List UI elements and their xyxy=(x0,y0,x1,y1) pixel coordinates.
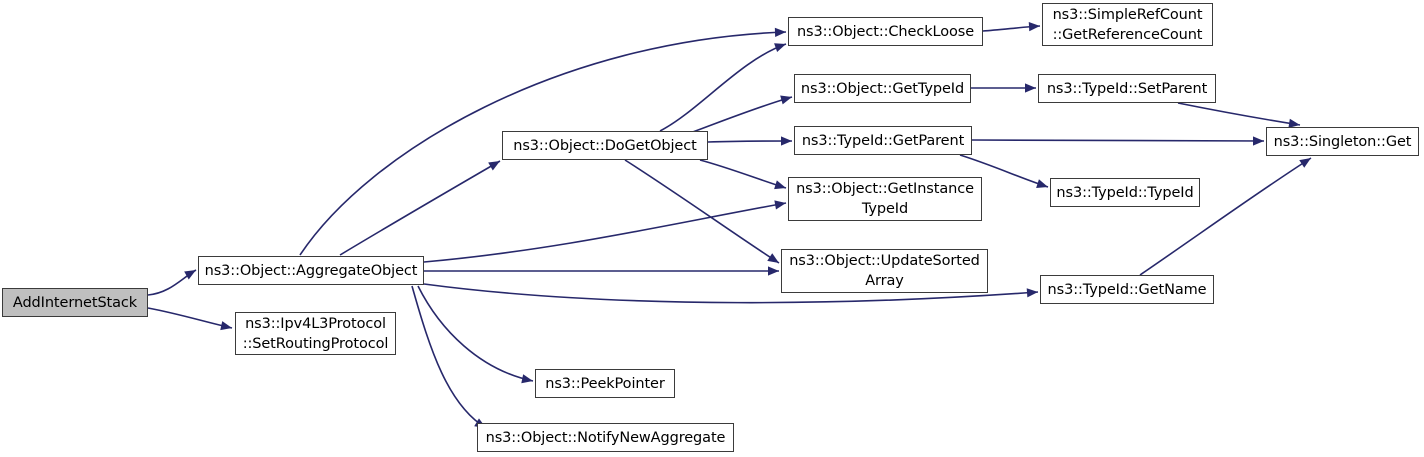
graph-node-notify_new_aggregate[interactable]: ns3::Object::NotifyNewAggregate xyxy=(477,423,734,452)
graph-node-aggregate_object[interactable]: ns3::Object::AggregateObject xyxy=(198,256,424,285)
graph-edge-do_get_object-to-object_get_typeid xyxy=(689,96,793,134)
graph-node-check_loose[interactable]: ns3::Object::CheckLoose xyxy=(788,17,983,46)
graph-edge-arrow-add_internet_stack-to-aggregate_object xyxy=(184,270,196,280)
graph-node-label: AddInternetStack xyxy=(12,294,138,311)
graph-edge-arrow-aggregate_object-to-get_instance_typeid xyxy=(774,200,786,210)
graph-edge-typeid_set_parent-to-singleton_get xyxy=(1177,102,1301,126)
graph-edge-do_get_object-to-check_loose xyxy=(659,43,787,132)
graph-node-label: ns3::TypeId::GetParent xyxy=(801,132,965,149)
graph-edge-do_get_object-to-get_instance_typeid xyxy=(699,159,787,189)
graph-node-label: ns3::Object::GetTypeId xyxy=(800,80,965,97)
graph-edge-arrow-do_get_object-to-check_loose xyxy=(774,43,786,52)
graph-edge-arrow-do_get_object-to-typeid_get_parent xyxy=(781,136,792,146)
graph-node-typeid_typeid[interactable]: ns3::TypeId::TypeId xyxy=(1050,178,1200,207)
graph-edge-arrow-aggregate_object-to-update_sorted_array xyxy=(768,266,779,276)
graph-node-label: ns3::SimpleRefCount ::GetReferenceCount xyxy=(1052,6,1203,43)
graph-edge-arrow-do_get_object-to-update_sorted_array xyxy=(767,253,779,263)
graph-node-get_instance_typeid[interactable]: ns3::Object::GetInstance TypeId xyxy=(788,177,982,221)
graph-node-typeid_get_name[interactable]: ns3::TypeId::GetName xyxy=(1040,275,1214,304)
graph-node-label: ns3::Object::GetInstance TypeId xyxy=(796,181,974,217)
graph-node-update_sorted_array[interactable]: ns3::Object::UpdateSorted Array xyxy=(781,249,988,293)
graph-node-label: ns3::TypeId::GetName xyxy=(1047,281,1207,298)
graph-edge-do_get_object-to-typeid_get_parent xyxy=(707,140,793,143)
graph-edge-aggregate_object-to-notify_new_aggregate xyxy=(411,285,487,429)
graph-node-label: ns3::Singleton::Get xyxy=(1273,133,1412,150)
graph-edge-arrow-object_get_typeid-to-typeid_set_parent xyxy=(1025,83,1036,93)
graph-node-peek_pointer[interactable]: ns3::PeekPointer xyxy=(535,369,675,398)
graph-edge-aggregate_object-to-do_get_object xyxy=(339,160,501,256)
graph-edge-add_internet_stack-to-aggregate_object xyxy=(147,269,197,296)
graph-edge-check_loose-to-simple_ref_count xyxy=(982,25,1041,32)
graph-node-object_get_typeid[interactable]: ns3::Object::GetTypeId xyxy=(794,74,971,103)
graph-node-label: ns3::Object::UpdateSorted Array xyxy=(789,253,980,289)
graph-node-singleton_get[interactable]: ns3::Singleton::Get xyxy=(1266,127,1419,156)
graph-edge-typeid_get_parent-to-singleton_get xyxy=(971,139,1265,142)
graph-node-simple_ref_count[interactable]: ns3::SimpleRefCount ::GetReferenceCount xyxy=(1042,3,1213,46)
graph-node-label: ns3::PeekPointer xyxy=(545,375,665,392)
graph-edge-arrow-aggregate_object-to-check_loose xyxy=(774,27,786,37)
graph-edge-aggregate_object-to-get_instance_typeid xyxy=(423,202,787,263)
graph-edge-arrow-add_internet_stack-to-ipv4l3_setrouting xyxy=(220,321,232,331)
graph-edge-add_internet_stack-to-ipv4l3_setrouting xyxy=(147,307,233,329)
graph-node-do_get_object[interactable]: ns3::Object::DoGetObject xyxy=(502,131,708,160)
graph-edge-typeid_get_name-to-singleton_get xyxy=(1139,157,1312,276)
graph-node-label: ns3::TypeId::TypeId xyxy=(1056,184,1194,201)
graph-edge-arrow-aggregate_object-to-peek_pointer xyxy=(521,374,533,384)
graph-edge-arrow-typeid_get_parent-to-singleton_get xyxy=(1253,136,1264,146)
graph-edge-arrow-do_get_object-to-object_get_typeid xyxy=(780,95,792,105)
graph-node-label: ns3::TypeId::SetParent xyxy=(1046,80,1208,97)
graph-edge-arrow-do_get_object-to-get_instance_typeid xyxy=(774,180,786,190)
graph-node-typeid_set_parent[interactable]: ns3::TypeId::SetParent xyxy=(1038,74,1216,103)
graph-edge-do_get_object-to-update_sorted_array xyxy=(624,159,780,264)
graph-node-typeid_get_parent[interactable]: ns3::TypeId::GetParent xyxy=(794,126,972,155)
graph-edge-arrow-typeid_get_parent-to-typeid_typeid xyxy=(1036,179,1048,189)
graph-edge-arrow-aggregate_object-to-do_get_object xyxy=(488,161,500,171)
graph-node-label: ns3::Object::NotifyNewAggregate xyxy=(485,429,726,446)
graph-edge-aggregate_object-to-peek_pointer xyxy=(417,285,534,382)
graph-node-ipv4l3_setrouting[interactable]: ns3::Ipv4L3Protocol ::SetRoutingProtocol xyxy=(235,312,396,355)
graph-node-label: ns3::Object::DoGetObject xyxy=(513,137,697,154)
graph-node-label: ns3::Ipv4L3Protocol ::SetRoutingProtocol xyxy=(242,315,389,352)
graph-edge-arrow-check_loose-to-simple_ref_count xyxy=(1028,22,1040,32)
graph-node-add_internet_stack[interactable]: AddInternetStack xyxy=(2,288,148,317)
graph-edge-arrow-aggregate_object-to-typeid_get_name xyxy=(1026,288,1038,298)
graph-node-label: ns3::Object::AggregateObject xyxy=(204,262,418,279)
graph-edge-arrow-typeid_get_name-to-singleton_get xyxy=(1299,158,1311,168)
graph-node-label: ns3::Object::CheckLoose xyxy=(796,23,975,40)
